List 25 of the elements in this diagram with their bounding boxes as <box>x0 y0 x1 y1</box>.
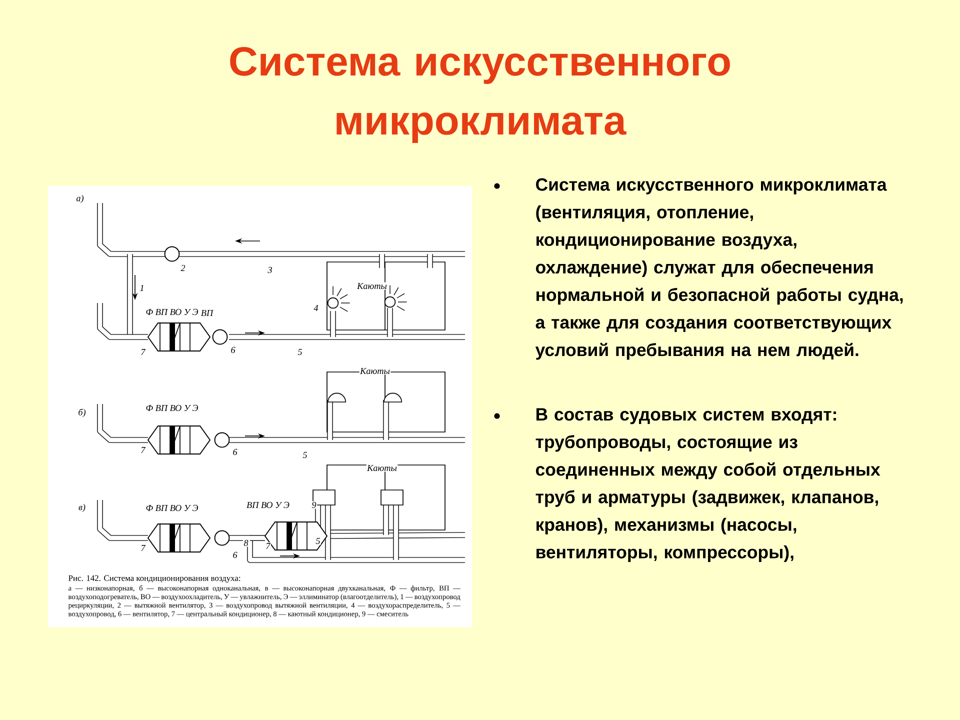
figure-label: 2 <box>180 264 186 272</box>
figure-label: Ф ВП ВО У Э <box>145 308 199 316</box>
figure-label: 5 <box>315 537 321 545</box>
figure-label: Каюты <box>359 367 391 375</box>
figure-label: 5 <box>297 348 303 356</box>
figure-label: ВП ВО У Э <box>246 501 290 509</box>
figure-label: 4 <box>313 304 319 312</box>
figure-label: 7 <box>140 544 146 552</box>
figure-label: 1 <box>139 284 145 292</box>
figure-label: 9 <box>311 501 317 509</box>
slide-title: Система искусственного микроклимата <box>230 47 730 143</box>
figure-label: 7 <box>140 446 146 454</box>
figure-label: Ф ВП ВО У Э <box>145 404 199 412</box>
figure-label: 5 <box>302 451 308 459</box>
figure-label: 6 <box>230 346 236 354</box>
figure-label: 7 <box>140 348 146 356</box>
figure-label: 6 <box>232 551 238 559</box>
figure-caption: Рис. 142. Система кондиционирования воздуха: <box>68 575 240 583</box>
figure-label: 8 <box>243 539 249 547</box>
figure-label: 3 <box>267 266 273 274</box>
figure-label: 6 <box>232 448 238 456</box>
figure-label: 7 <box>265 542 271 550</box>
bullet-text: Система искусственного микроклимата (вентиляция, отопление, кондиционирование воздуха, охлаждение) служат для обеспечения нормальной и безопасной работы судна, а также для создания соответствующих условий пребывания на нем людей. <box>535 178 903 360</box>
figure-label: Ф ВП ВО У Э <box>145 504 199 512</box>
bullet-text: В состав судовых систем входят: трубопроводы, состоящие из соединенных между собой отдельных труб и арматуры (задвижек, клапанов, кранов), механизмы (насосы, вентиляторы, компрессоры), <box>536 408 880 562</box>
